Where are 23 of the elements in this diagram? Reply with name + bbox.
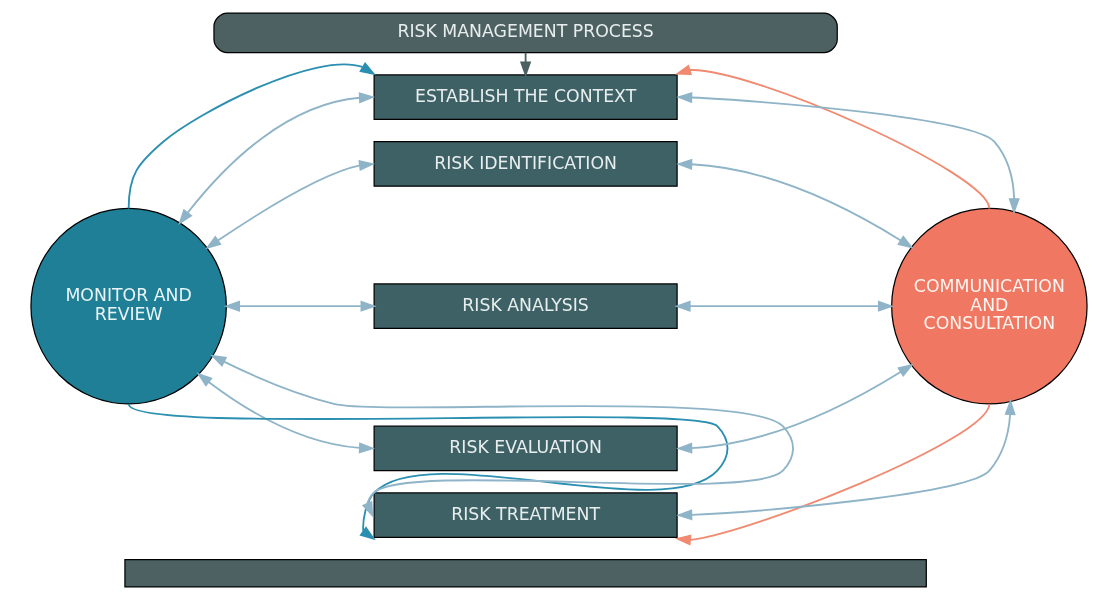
arrow <box>178 92 376 226</box>
node-circle: COMMUNICATION AND CONSULTATION <box>891 207 1088 405</box>
arrow <box>676 363 914 454</box>
arrow <box>127 402 729 541</box>
node-box: RISK EVALUATION <box>373 425 678 472</box>
arrow <box>676 91 1020 215</box>
arrow <box>210 354 794 518</box>
arrow <box>674 300 895 312</box>
arrow <box>519 51 532 78</box>
arrow <box>674 402 991 546</box>
arrow <box>196 372 376 454</box>
arrow <box>675 64 991 210</box>
arrow <box>676 398 1016 521</box>
arrow <box>223 300 377 312</box>
node-box: ESTABLISH THE CONTEXT <box>373 74 678 121</box>
node-bar <box>124 559 927 588</box>
arrow <box>676 158 914 249</box>
arrow <box>127 62 376 210</box>
node-box: RISK ANALYSIS <box>373 283 678 330</box>
node-box: RISK MANAGEMENT PROCESS <box>213 12 838 54</box>
arrow <box>205 159 376 250</box>
node-box: RISK TREATMENT <box>373 492 678 539</box>
node-box: RISK IDENTIFICATION <box>373 141 678 187</box>
